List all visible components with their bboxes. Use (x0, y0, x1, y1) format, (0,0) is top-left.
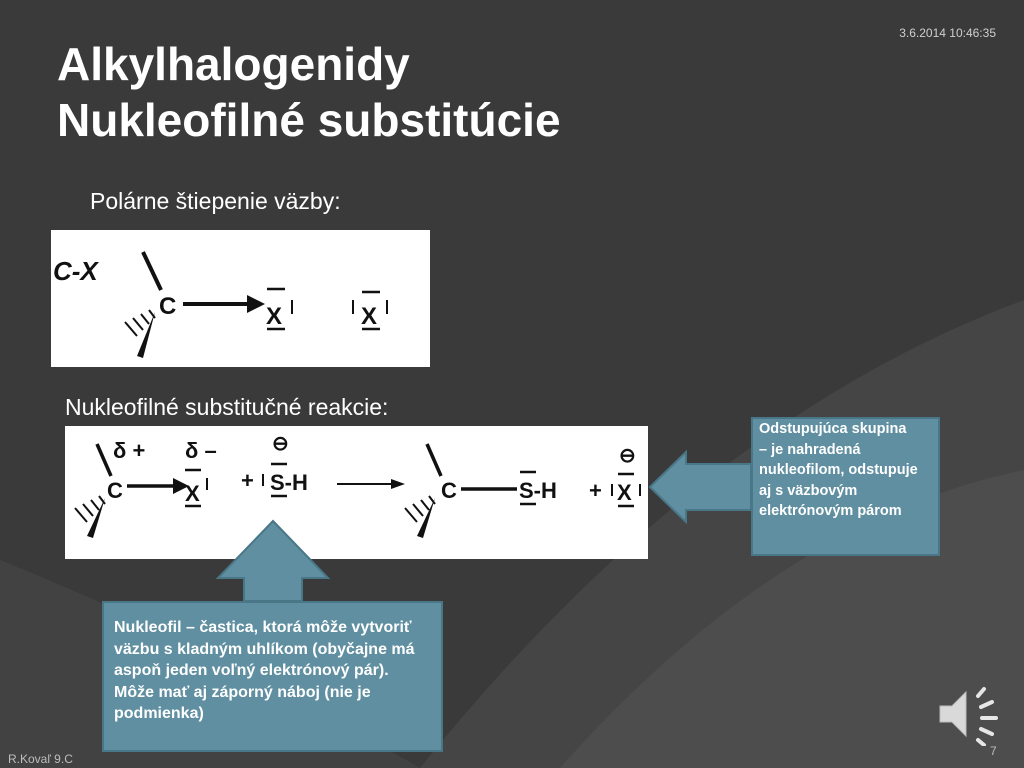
product-carbon: C (441, 478, 457, 503)
leaving-group-text: Odstupujúca skupina – je nahradená nukle… (759, 421, 918, 519)
page-number: 7 (990, 744, 997, 758)
product-hash (404, 495, 436, 523)
reaction-arrow-head (391, 479, 405, 489)
nucleophile-sh: S-H (270, 470, 308, 495)
speaker-icon[interactable] (936, 682, 1006, 746)
hash-bond (124, 309, 156, 337)
product-wedge (417, 498, 435, 538)
delta-plus: δ + (113, 438, 145, 463)
reactant-arrow-head (173, 478, 189, 494)
nucleophile-text: Nukleofil – častica, ktorá môže vytvoriť… (114, 619, 415, 722)
slide-title: Alkylhalogenidy Nukleofilné substitúcie (57, 36, 561, 148)
wedge-bond (137, 312, 155, 358)
reactant-wedge (87, 498, 105, 538)
nucleophile-callout: Nukleofil – častica, ktorá môže vytvoriť… (102, 601, 443, 752)
leaving-anion: X (617, 480, 632, 505)
leaving-group-callout: Odstupujúca skupina – je nahradená nukle… (751, 417, 940, 556)
reactant-hash (74, 495, 106, 523)
polar-cleavage-diagram: C-X C X X (51, 230, 430, 367)
nucleophile-charge: ⊖ (272, 433, 289, 455)
reactant-bond-up (95, 443, 113, 477)
carbon-atom: C (159, 293, 176, 320)
substitution-reaction-diagram: δ + δ – ⊖ C X + S-H C (65, 426, 648, 559)
bond-up (141, 251, 163, 291)
leaving-charge: ⊖ (619, 445, 636, 467)
halogen-atom: X (185, 481, 200, 506)
leaving-x-atom: X (266, 303, 282, 330)
product-sh: S-H (519, 478, 557, 503)
anion-x-atom: X (361, 303, 377, 330)
title-line-1: Alkylhalogenidy (57, 38, 410, 90)
delta-minus: δ – (185, 438, 217, 463)
plus-sign-1: + (241, 468, 254, 493)
reactant-carbon: C (107, 478, 123, 503)
slide-timestamp: 3.6.2014 10:46:35 (899, 26, 996, 40)
plus-sign-2: + (589, 478, 602, 503)
title-line-2: Nukleofilné substitúcie (57, 94, 561, 146)
polar-cleavage-heading: Polárne štiepenie väzby: (90, 188, 341, 214)
cx-label: C-X (53, 256, 99, 286)
product-bond-up (425, 443, 443, 477)
footer-author: R.Kovaľ 9.C (8, 752, 73, 766)
cleavage-arrow-head (247, 295, 265, 313)
substitution-heading: Nukleofilné substitučné reakcie: (65, 394, 389, 420)
